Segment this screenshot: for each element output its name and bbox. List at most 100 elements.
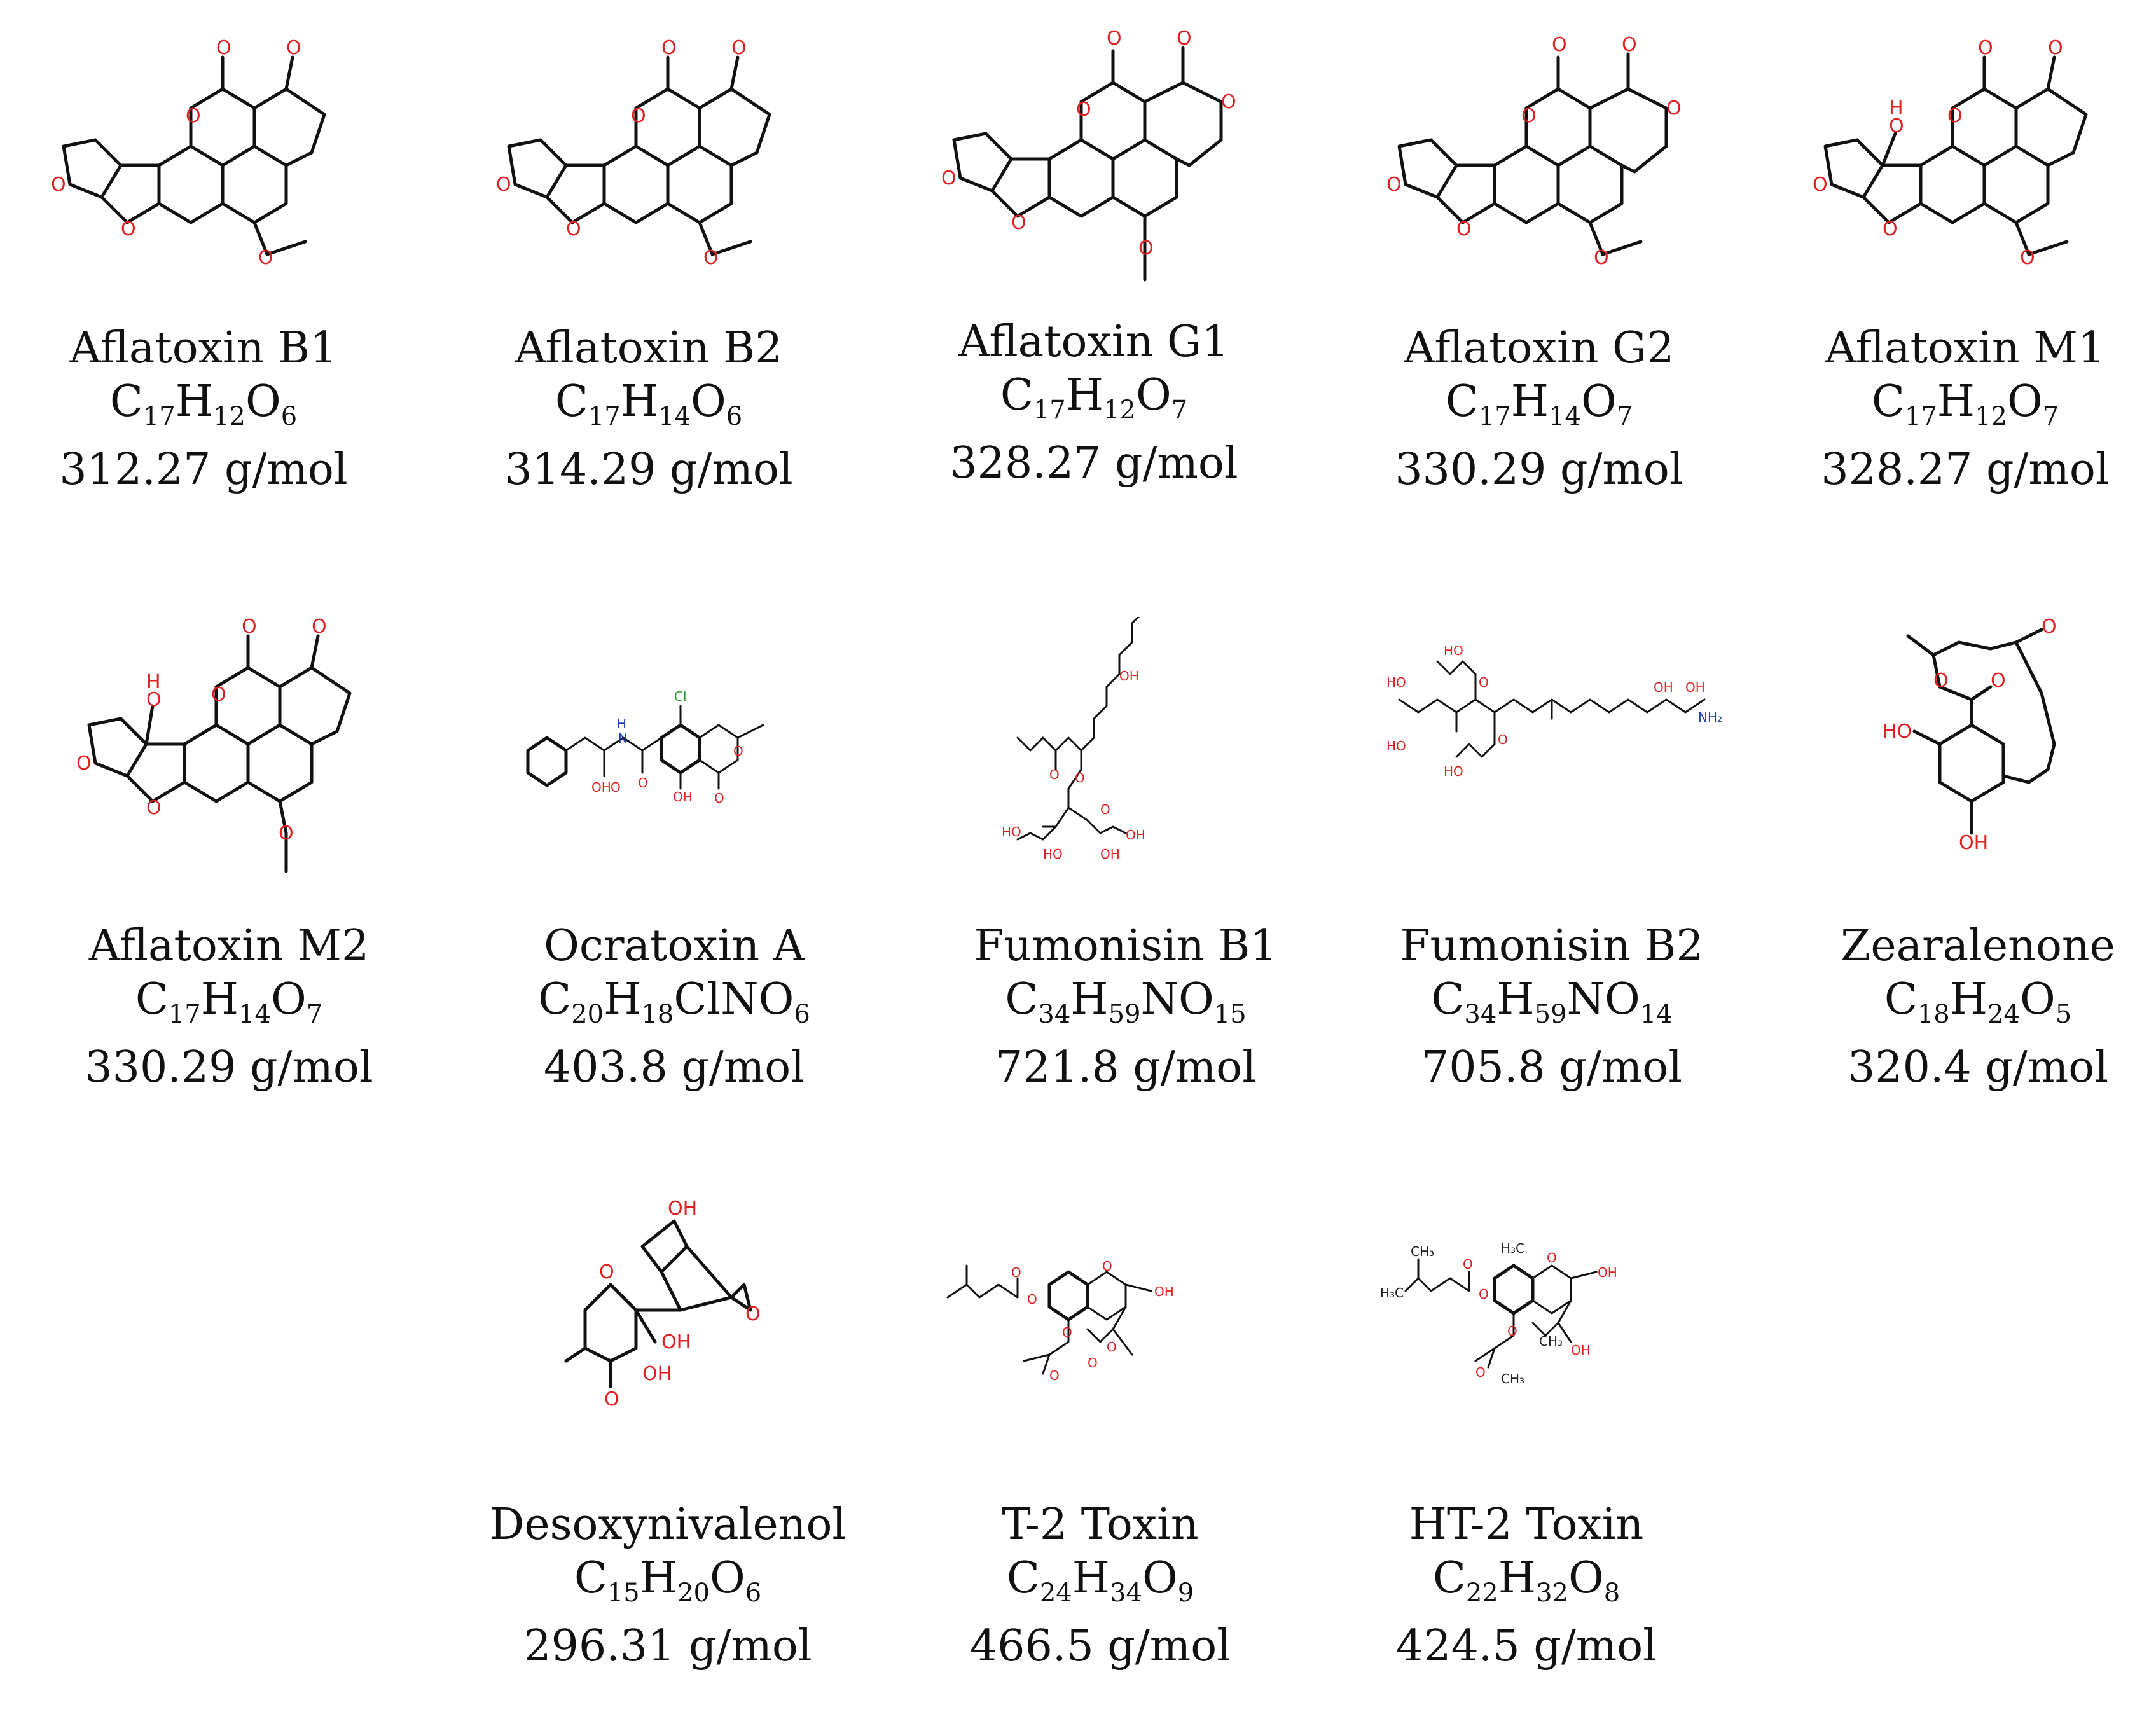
oxygen-label: O <box>186 105 201 127</box>
hydroxyl-label: HO <box>1444 643 1463 658</box>
aflatoxin-g2-structure: O O O O O O O <box>1386 34 1682 269</box>
aflatoxin-m2-structure: O O O H O O O O <box>76 617 352 873</box>
oxygen-label: O <box>496 174 511 196</box>
formula-subscript: 12 <box>213 402 245 431</box>
formula-element: C <box>109 376 143 427</box>
formula-element: C <box>555 376 588 427</box>
compound-aflatoxin-g1: O O O O O O O Aflatoxin G1 C17H12O7 328.… <box>890 13 1297 490</box>
molar-mass: 705.8 g/mol <box>1421 1042 1682 1093</box>
amine-label: NH₂ <box>1698 710 1722 725</box>
molecular-formula: C20H18ClNO6 <box>471 973 878 1041</box>
oxygen-label: O <box>211 684 226 706</box>
compound-aflatoxin-m1: O O O H O O O O Aflatoxin M1 C17H12O7 32… <box>1762 19 2156 497</box>
aflatoxin-b1-structure: O O O O O O <box>51 37 326 269</box>
formula-element: C <box>538 974 572 1025</box>
amide-n-label: N <box>618 731 628 746</box>
formula-element: C <box>1431 974 1465 1025</box>
formula-subscript: 6 <box>726 402 743 431</box>
oxygen-label: O <box>731 37 747 59</box>
hydroxyl-label: HO <box>1386 675 1406 690</box>
formula-element: H <box>620 376 659 427</box>
hydroxyl-label: HO <box>1043 846 1063 862</box>
compound-aflatoxin-m2: O O O H O O O O Aflatoxin M2 C17H14O7 33… <box>25 617 432 1094</box>
compound-ht2-toxin: CH₃ H₃C H₃C O O O OH CH₃ OH O O CH₃ HT-2… <box>1323 1196 1730 1673</box>
formula-element: H <box>1510 376 1549 427</box>
formula-subscript: 59 <box>1108 1000 1141 1029</box>
oxygen-label: O <box>258 247 273 269</box>
oxygen-label: O <box>1547 1250 1557 1266</box>
oxygen-label: O <box>1011 212 1026 234</box>
compound-name: Aflatoxin G2 <box>1404 323 1675 373</box>
oxygen-label: O <box>216 37 231 59</box>
formula-subscript: 6 <box>280 402 298 431</box>
oxygen-label: O <box>1666 97 1682 120</box>
oxygen-label: O <box>1049 1368 1060 1383</box>
formula-subscript: 7 <box>2042 402 2059 431</box>
compound-name: Aflatoxin G1 <box>958 317 1229 367</box>
formula-subscript: 7 <box>306 1000 323 1029</box>
oxygen-label: O <box>638 775 648 791</box>
compound-aflatoxin-g2: O O O O O O O Aflatoxin G2 C17H14O7 330.… <box>1336 19 1743 497</box>
hydroxyl-label: OH <box>1685 680 1705 695</box>
formula-subscript: 15 <box>607 1578 640 1608</box>
formula-subscript: 17 <box>1904 402 1937 431</box>
formula-element: H <box>1065 370 1104 420</box>
molecular-formula: C17H14O7 <box>1336 375 1743 443</box>
oxygen-label: O <box>1479 675 1489 690</box>
formula-subscript: 7 <box>1616 402 1633 431</box>
formula-element: C <box>1432 1553 1466 1603</box>
compound-zearalenone: O O O HO OH Zearalenone C18H24O5 320.4 g… <box>1774 617 2156 1094</box>
desoxynivalenol-structure: OH O O OH OH O <box>564 1198 761 1411</box>
oxygen-label: O <box>604 1388 619 1411</box>
formula-subscript: 24 <box>1987 1000 2020 1029</box>
hydroxyl-label: OH <box>1154 1284 1174 1299</box>
formula-subscript: 6 <box>794 1000 810 1029</box>
oxygen-label: O <box>279 822 294 845</box>
oxygen-label: O <box>1889 115 1904 137</box>
formula-element: C <box>1000 370 1033 420</box>
oxygen-label: O <box>566 218 581 240</box>
molecular-formula: C17H12O7 <box>1762 375 2156 443</box>
molar-mass: 328.27 g/mol <box>1821 445 2110 495</box>
formula-subscript: 7 <box>1171 396 1188 425</box>
compound-name: Aflatoxin M2 <box>88 921 370 971</box>
formula-element: C <box>574 1553 607 1603</box>
molecular-formula: C24H34O9 <box>897 1552 1304 1620</box>
oxygen-label: O <box>941 167 957 190</box>
formula-subscript: 12 <box>1103 396 1136 425</box>
formula-subscript: 6 <box>745 1578 762 1608</box>
oxygen-label: O <box>121 218 136 240</box>
compound-name: Zearalenone <box>1841 921 2115 971</box>
compound-name: Ocratoxin A <box>544 921 805 971</box>
molecular-formula: C17H14O7 <box>25 973 432 1041</box>
oxygen-label: O <box>631 105 646 127</box>
oxygen-label: O <box>146 689 162 711</box>
molar-mass: 424.5 g/mol <box>1396 1621 1657 1671</box>
formula-element: C <box>1445 376 1479 427</box>
formula-subscript: 20 <box>677 1578 710 1608</box>
formula-element: NO <box>1140 974 1214 1025</box>
aflatoxin-m1-structure: O O O H O O O O <box>1813 37 2088 269</box>
molar-mass: 330.29 g/mol <box>1395 445 1683 495</box>
hydroxyl-label: OH <box>668 1198 697 1220</box>
oxygen-label: O <box>286 37 301 59</box>
formula-subscript: 17 <box>1033 396 1066 425</box>
molar-mass: 328.27 g/mol <box>950 438 1238 488</box>
molar-mass: 330.29 g/mol <box>85 1042 373 1093</box>
formula-element: O <box>690 376 726 427</box>
molecular-formula: C18H24O5 <box>1774 973 2156 1041</box>
formula-element: H <box>1498 1553 1537 1603</box>
formula-subscript: 24 <box>1039 1578 1072 1608</box>
molar-mass: 320.4 g/mol <box>1848 1042 2108 1093</box>
formula-element: O <box>2007 376 2043 427</box>
formula-subscript: 18 <box>1917 1000 1950 1029</box>
formula-element: H <box>1072 1553 1110 1603</box>
formula-subscript: 34 <box>1038 1000 1071 1029</box>
methyl-label: CH₃ <box>1411 1244 1434 1259</box>
compound-name: Aflatoxin M1 <box>1825 323 2106 373</box>
oxygen-label: O <box>1386 174 1402 196</box>
formula-subscript: 17 <box>588 402 621 431</box>
hydroxyl-label: OH <box>1598 1265 1617 1280</box>
oxygen-label: O <box>1622 34 1637 56</box>
formula-subscript: 8 <box>1603 1578 1620 1608</box>
